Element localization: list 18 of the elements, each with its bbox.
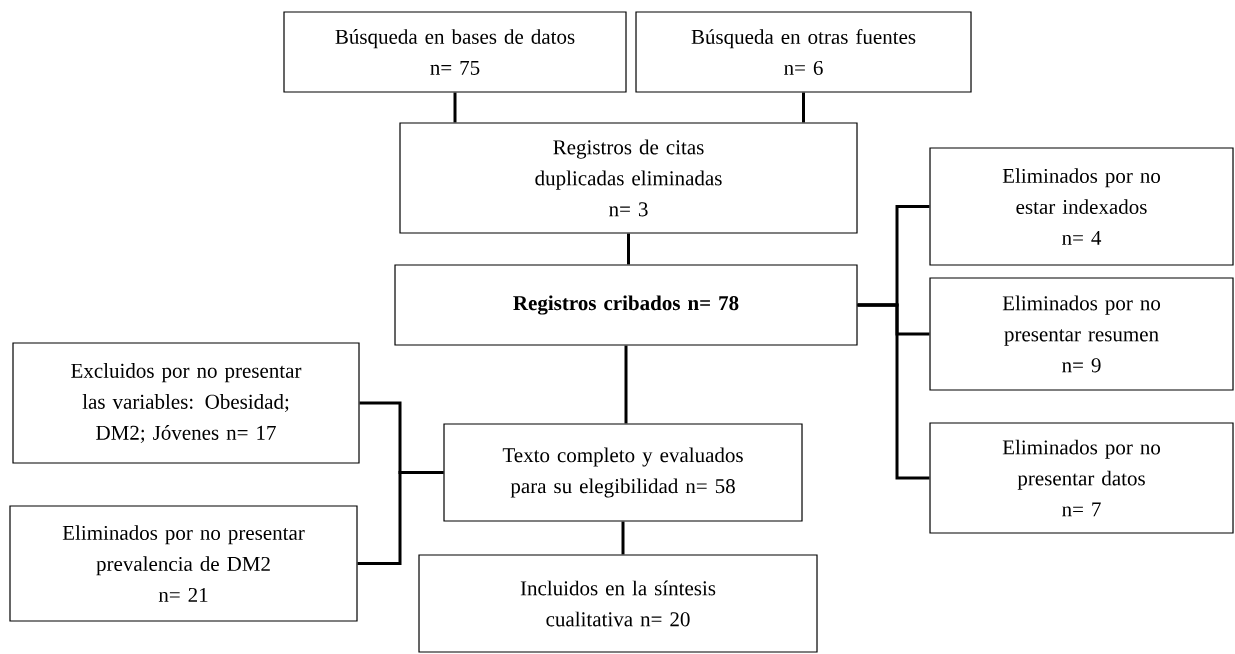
- text-box: Registros cribados n= 78: [394, 264, 858, 346]
- connector-line: [857, 303, 930, 480]
- connector-line: [627, 233, 630, 265]
- connector-line: [802, 92, 805, 123]
- connector-line: [357, 471, 444, 565]
- text-box: Texto completo y evaluados para su elegibilidad n= 58: [443, 423, 803, 522]
- text-box: Búsqueda en otras fuentes n= 6: [635, 11, 972, 93]
- text-box: Eliminados por no presentar resumen n= 9: [929, 277, 1234, 391]
- text-box: Incluidos en la síntesis cualitativa n= 20: [418, 554, 818, 653]
- text-box: Eliminados por no presentar prevalencia de DM2 n= 21: [9, 505, 358, 622]
- text-box: Eliminados por no presentar datos n= 7: [929, 422, 1234, 534]
- text-box: Excluidos por no presentar las variables: Obesidad; DM2; Jóvenes n= 17: [12, 342, 360, 464]
- connector-line: [624, 345, 628, 424]
- connector-line: [621, 521, 625, 555]
- text-box: Búsqueda en bases de datos n= 75: [283, 11, 627, 93]
- text-box: Registros de citas duplicadas eliminadas n= 3: [399, 122, 858, 234]
- connector-line: [453, 92, 457, 123]
- text-box: Eliminados por no estar indexados n= 4: [929, 147, 1234, 266]
